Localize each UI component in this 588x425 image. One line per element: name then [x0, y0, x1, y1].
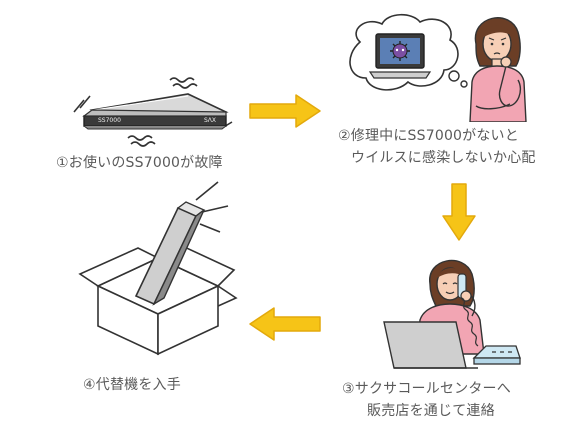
step-2-line-1: ②修理中にSS7000がないと: [338, 128, 519, 144]
step-4-line-1: ④代替機を入手: [83, 377, 181, 393]
step-3-line-2: 販売店を通じて連絡: [367, 403, 495, 419]
step-1-line-1: ①お使いのSS7000が故障: [56, 155, 223, 171]
telephone-icon: [470, 340, 524, 368]
arrow-left-icon: [246, 305, 322, 343]
step-2-caption-line-2: ウイルスに感染しないか心配: [351, 148, 536, 168]
open-box-icon: [78, 178, 238, 358]
step-2-caption: ②修理中にSS7000がないと: [338, 126, 519, 146]
worried-woman-icon: [458, 10, 538, 122]
laptop-icon: [380, 318, 480, 374]
arrow-right-icon: [248, 92, 324, 130]
device-model-label: SS7000: [98, 117, 121, 124]
step-3-caption: ③サクサコールセンターへ: [342, 379, 511, 399]
virus-laptop-icon: [368, 32, 432, 80]
step-4-caption: ④代替機を入手: [83, 375, 181, 395]
replacement-device-icon: [134, 201, 206, 306]
arrow-down-icon: [440, 182, 478, 244]
step-2-line-2: ウイルスに感染しないか心配: [351, 150, 536, 166]
step-1-caption: ①お使いのSS7000が故障: [56, 153, 223, 173]
broken-router-icon: SS7000 SΛX: [70, 68, 240, 148]
device-brand-label: SΛX: [204, 117, 217, 124]
step-3-caption-line-2: 販売店を通じて連絡: [367, 401, 495, 421]
step-3-line-1: ③サクサコールセンターへ: [342, 381, 511, 397]
virus-icon: [390, 41, 410, 61]
